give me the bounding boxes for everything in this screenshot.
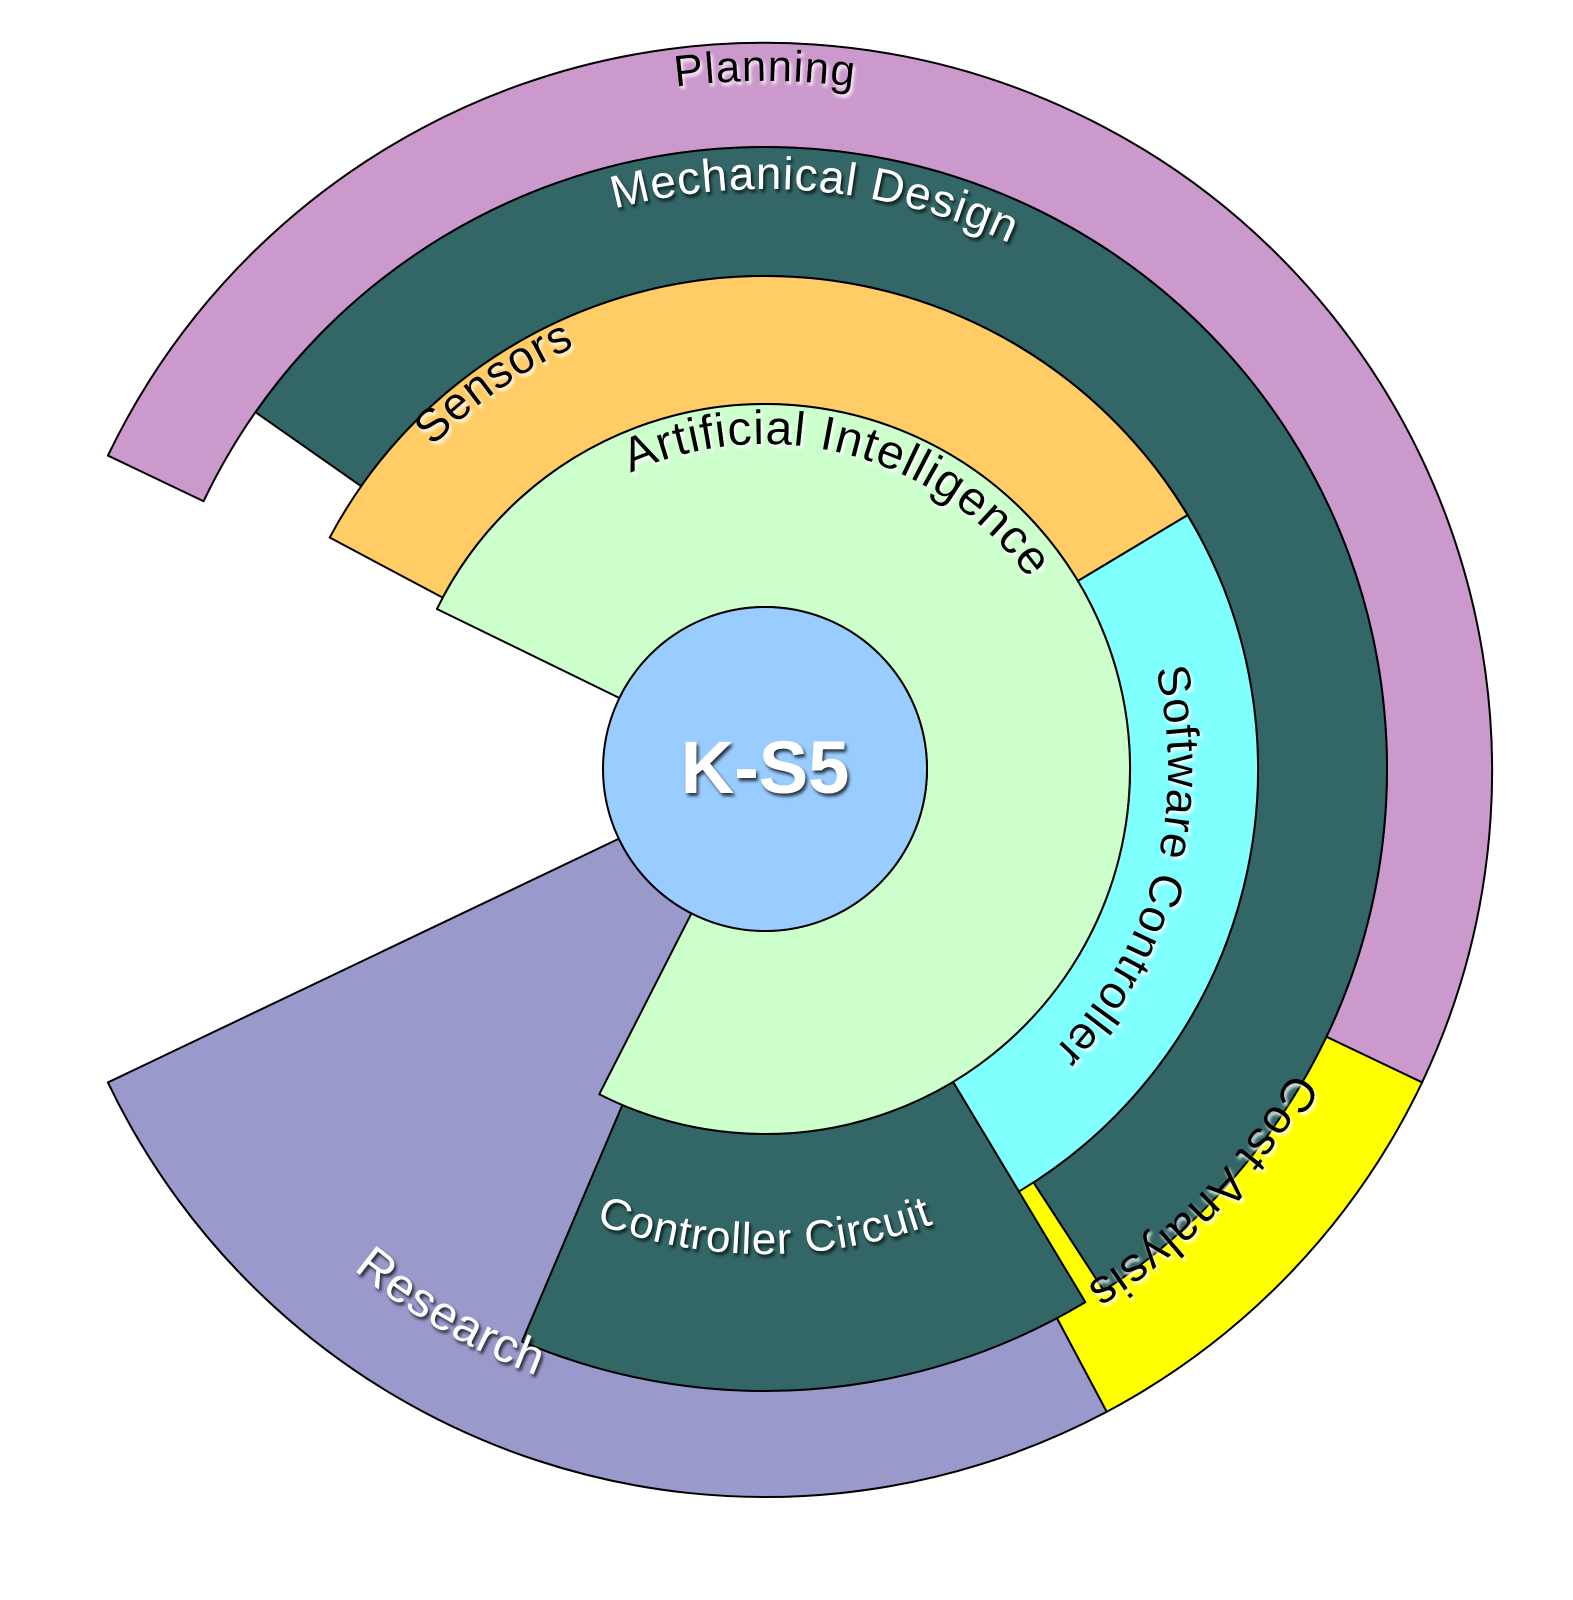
- center-circle: [602, 606, 928, 932]
- center-label: K-S5: [681, 726, 850, 809]
